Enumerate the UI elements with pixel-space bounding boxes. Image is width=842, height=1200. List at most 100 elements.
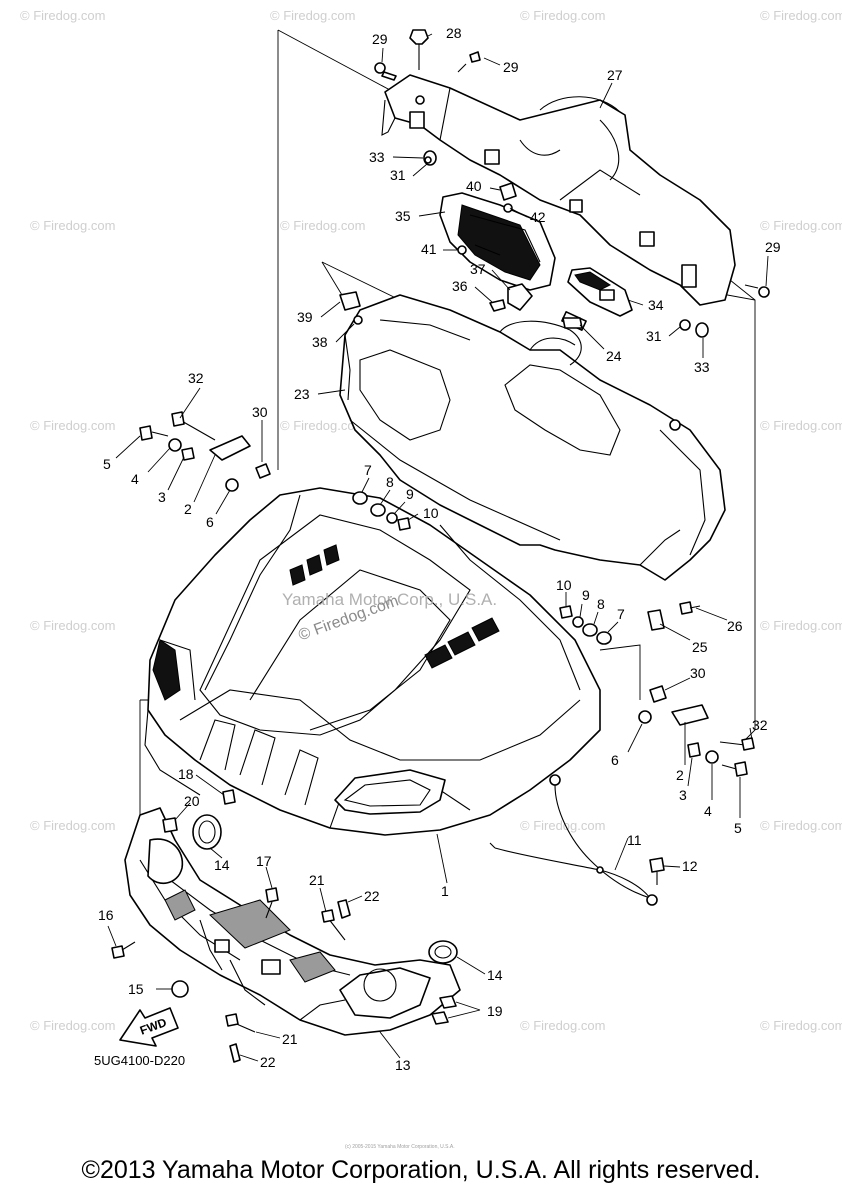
watermark-text: © Firedog.com: [280, 418, 365, 433]
watermark-text: © Firedog.com: [520, 1018, 605, 1033]
callout-16: 16: [98, 907, 114, 923]
callout-25: 25: [692, 639, 708, 655]
watermark-text: © Firedog.com: [30, 1018, 115, 1033]
watermark-text: © Firedog.com: [760, 8, 842, 23]
bracket-small: [489, 283, 533, 312]
watermark-text: © Firedog.com: [30, 218, 115, 233]
center-watermark: Yamaha Motor Corp., U.S.A.: [282, 590, 497, 609]
callout-leaders: [107, 33, 769, 1062]
callout-19: 19: [487, 1003, 503, 1019]
watermark-text: © Firedog.com: [760, 418, 842, 433]
callout-8: 8: [597, 596, 605, 612]
forward-direction-arrow: FWD: [119, 1007, 179, 1047]
callout-15: 15: [128, 981, 144, 997]
callout-30: 30: [252, 404, 268, 420]
diagram-part-code: 5UG4100-D220: [94, 1053, 185, 1068]
callout-12: 12: [682, 858, 698, 874]
callout-28: 28: [446, 25, 462, 41]
callout-13: 13: [395, 1057, 411, 1073]
plug-15: [171, 980, 189, 998]
callout-6: 6: [206, 514, 214, 530]
clip-parts-40-42: [457, 182, 517, 255]
watermark-text: © Firedog.com: [30, 618, 115, 633]
callout-42: 42: [530, 209, 546, 225]
callout-26: 26: [727, 618, 743, 634]
callout-1: 1: [441, 883, 449, 899]
watermark-layer: © Firedog.com © Firedog.com © Firedog.co…: [20, 8, 842, 1033]
callout-20: 20: [184, 793, 200, 809]
callout-10: 10: [556, 577, 572, 593]
callout-21: 21: [309, 872, 325, 888]
callout-24: 24: [606, 348, 622, 364]
callout-41: 41: [421, 241, 437, 257]
dash-upper-panel: [381, 74, 736, 306]
assembly-guide-lines: [139, 29, 756, 820]
watermark-text: © Firedog.com: [520, 8, 605, 23]
switch-panel: [567, 267, 633, 317]
watermark-text: © Firedog.com: [760, 818, 842, 833]
callout-31: 31: [646, 328, 662, 344]
callout-9: 9: [406, 486, 414, 502]
meter-cover: [439, 192, 556, 291]
callout-2: 2: [676, 767, 684, 783]
callout-8: 8: [386, 474, 394, 490]
callout-37: 37: [470, 261, 486, 277]
watermark-text: © Firedog.com: [520, 818, 605, 833]
callout-21: 21: [282, 1031, 298, 1047]
callout-14: 14: [487, 967, 503, 983]
callout-23: 23: [294, 386, 310, 402]
callout-34: 34: [648, 297, 664, 313]
callout-4: 4: [131, 471, 139, 487]
callout-36: 36: [452, 278, 468, 294]
callout-29: 29: [372, 31, 388, 47]
watermark-text: © Firedog.com: [20, 8, 105, 23]
callout-5: 5: [734, 820, 742, 836]
grommet-right: [428, 940, 458, 964]
callout-32: 32: [188, 370, 204, 386]
callout-5: 5: [103, 456, 111, 472]
callout-29: 29: [503, 59, 519, 75]
callout-22: 22: [364, 888, 380, 904]
callout-14: 14: [214, 857, 230, 873]
callout-7: 7: [364, 462, 372, 478]
callout-11: 11: [627, 832, 642, 848]
watermark-text: © Firedog.com: [280, 218, 365, 233]
watermark-text: © Firedog.com: [760, 218, 842, 233]
callout-9: 9: [582, 587, 590, 603]
watermark-text: © Firedog.com: [760, 618, 842, 633]
watermark-text: © Firedog.com: [760, 1018, 842, 1033]
hood-cable: [489, 774, 658, 906]
callout-39: 39: [297, 309, 313, 325]
callout-38: 38: [312, 334, 328, 350]
callout-7: 7: [617, 606, 625, 622]
callout-32: 32: [752, 717, 768, 733]
callout-18: 18: [178, 766, 194, 782]
fine-print: (c) 2005-2015 Yamaha Motor Corporation, …: [345, 1144, 455, 1150]
exploded-parts-diagram: © Firedog.com © Firedog.com © Firedog.co…: [20, 8, 842, 1150]
callout-30: 30: [690, 665, 706, 681]
callout-3: 3: [158, 489, 166, 505]
front-hood-body: [144, 487, 601, 836]
callout-labels: 29 28 29 27 33 31 40 35 42 41 37 36 34 2…: [98, 25, 781, 1073]
callout-4: 4: [704, 803, 712, 819]
watermark-text: © Firedog.com: [30, 818, 115, 833]
callout-33: 33: [369, 149, 385, 165]
fasteners: [111, 29, 770, 1063]
front-grille-bumper: [124, 807, 461, 1036]
grommet-left: [192, 814, 222, 850]
callout-27: 27: [607, 67, 623, 83]
callout-17: 17: [256, 853, 272, 869]
dash-lower-panel: [339, 294, 726, 581]
callout-29: 29: [765, 239, 781, 255]
callout-40: 40: [466, 178, 482, 194]
callout-22: 22: [260, 1054, 276, 1070]
callout-3: 3: [679, 787, 687, 803]
watermark-text: © Firedog.com: [270, 8, 355, 23]
callout-2: 2: [184, 501, 192, 517]
copyright-notice: ©2013 Yamaha Motor Corporation, U.S.A. A…: [81, 1156, 761, 1184]
callout-33: 33: [694, 359, 710, 375]
callout-10: 10: [423, 505, 439, 521]
watermark-text: © Firedog.com: [30, 418, 115, 433]
callout-6: 6: [611, 752, 619, 768]
